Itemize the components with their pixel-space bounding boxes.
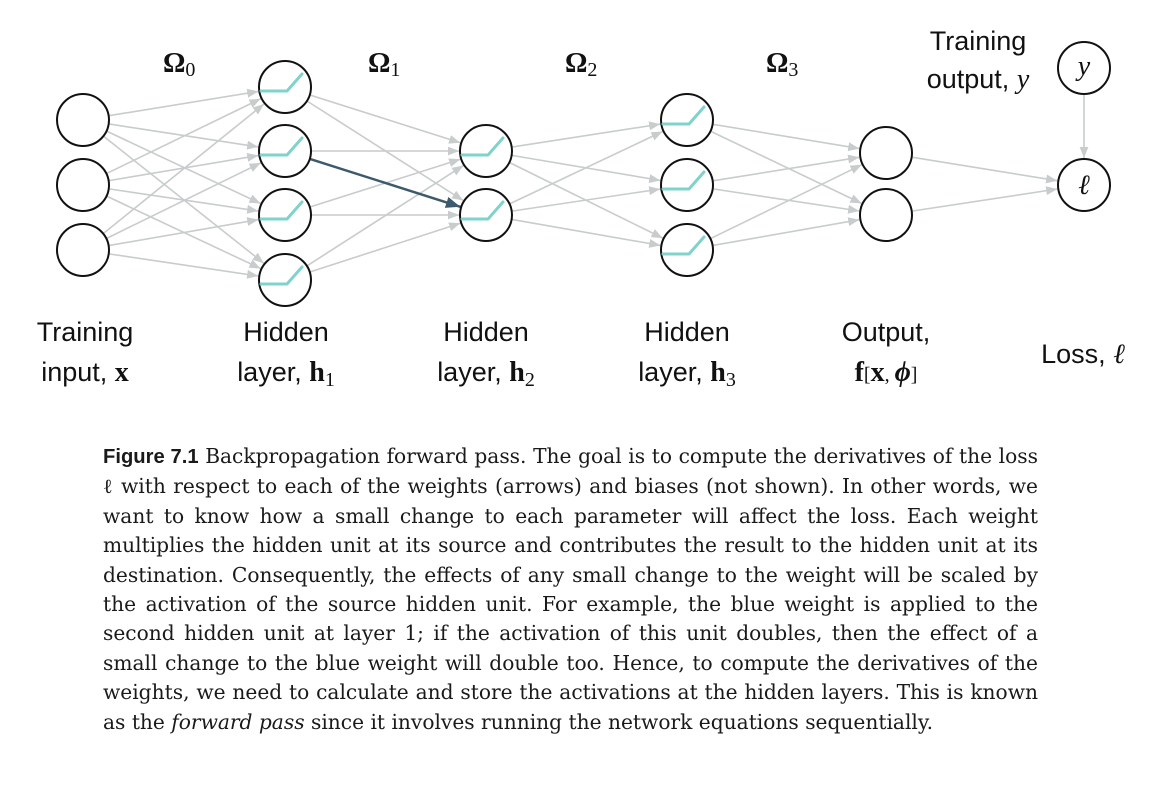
target-symbol: y: [1075, 51, 1091, 82]
weight-arrows: [103, 88, 1089, 279]
h2-unit: [459, 124, 513, 178]
weight-arrow: [713, 123, 860, 152]
h1-unit: [258, 253, 312, 307]
input-unit: [56, 93, 110, 147]
weight-arrow: [106, 162, 262, 239]
figure-caption: Figure 7.1 Backpropagation forward pass.…: [103, 442, 1038, 737]
weight-arrow: [307, 164, 464, 267]
hidden-layer-1-label-line2: layer, h1: [237, 357, 335, 391]
input-unit: [56, 223, 110, 277]
h3-unit: [660, 158, 714, 212]
h1-unit: [258, 188, 312, 242]
relu-icon: [259, 136, 304, 157]
omega-3-label: Ω3: [766, 48, 798, 81]
loss-label: Loss, ℓ: [1041, 339, 1125, 370]
weight-arrow: [310, 222, 461, 273]
weight-arrow: [512, 121, 661, 148]
output-unit: [859, 188, 913, 242]
weight-arrow: [310, 94, 461, 144]
weight-arrow: [713, 217, 860, 247]
network-nodes: ℓy: [56, 41, 1111, 307]
output-label-line2: f[x, ϕ]: [855, 357, 918, 388]
h3-unit: [660, 93, 714, 147]
weight-arrow: [912, 186, 1058, 212]
figure-number: Figure 7.1: [103, 446, 199, 468]
weight-arrow: [710, 164, 863, 239]
input-unit: [56, 158, 110, 212]
omega-1-label: Ω1: [368, 48, 400, 81]
omega-0-label: Ω0: [163, 48, 195, 81]
hidden-layer-3-label-line1: Hidden: [644, 317, 730, 347]
weight-arrow: [106, 98, 262, 174]
output-unit: [859, 126, 913, 180]
hidden-layer-3-label-line2: layer, h3: [638, 357, 736, 391]
h2-unit: [459, 188, 513, 242]
output-label-line1: Output,: [842, 317, 931, 347]
hidden-layer-2-label-line1: Hidden: [443, 317, 529, 347]
relu-icon: [460, 136, 505, 157]
input-label-line1: Training: [37, 317, 134, 347]
relu-icon: [259, 72, 304, 93]
relu-icon: [259, 200, 304, 221]
weight-arrow: [109, 217, 259, 247]
relu-icon: [460, 200, 505, 221]
h1-unit: [258, 60, 312, 114]
caption-body: Backpropagation forward pass. The goal i…: [103, 444, 1039, 734]
target-node: [1057, 41, 1111, 95]
h3-unit: [660, 223, 714, 277]
loss-node: [1057, 158, 1111, 212]
training-output-label-line2: output, y: [927, 64, 1030, 95]
caption-tail: since it involves running the network eq…: [304, 709, 934, 734]
caption-emphasis: forward pass: [171, 709, 305, 734]
highlighted-weight-arrow: [310, 158, 461, 208]
weight-arrow: [109, 88, 259, 117]
training-output-label-line1: Training: [930, 26, 1027, 56]
network-diagram: ℓy Ω0 Ω1 Ω2 Ω3 Training output, y Traini…: [37, 26, 1125, 391]
weight-arrow: [912, 156, 1058, 184]
weight-arrow: [103, 103, 265, 234]
relu-icon: [259, 265, 304, 286]
relu-icon: [661, 105, 706, 126]
weight-arrow: [713, 154, 860, 182]
weight-arrow: [109, 253, 259, 279]
weight-arrow: [512, 218, 661, 248]
weight-arrow: [512, 186, 661, 212]
weight-arrow: [713, 188, 860, 214]
relu-icon: [661, 235, 706, 256]
h1-unit: [258, 124, 312, 178]
weight-arrow: [711, 130, 862, 205]
input-label-line2: input, x: [41, 357, 129, 388]
omega-2-label: Ω2: [565, 48, 597, 81]
hidden-layer-1-label-line1: Hidden: [243, 317, 329, 347]
weight-arrow: [510, 130, 663, 205]
loss-symbol: ℓ: [1078, 170, 1090, 201]
hidden-layer-2-label-line2: layer, h2: [437, 357, 535, 391]
relu-icon: [661, 170, 706, 191]
